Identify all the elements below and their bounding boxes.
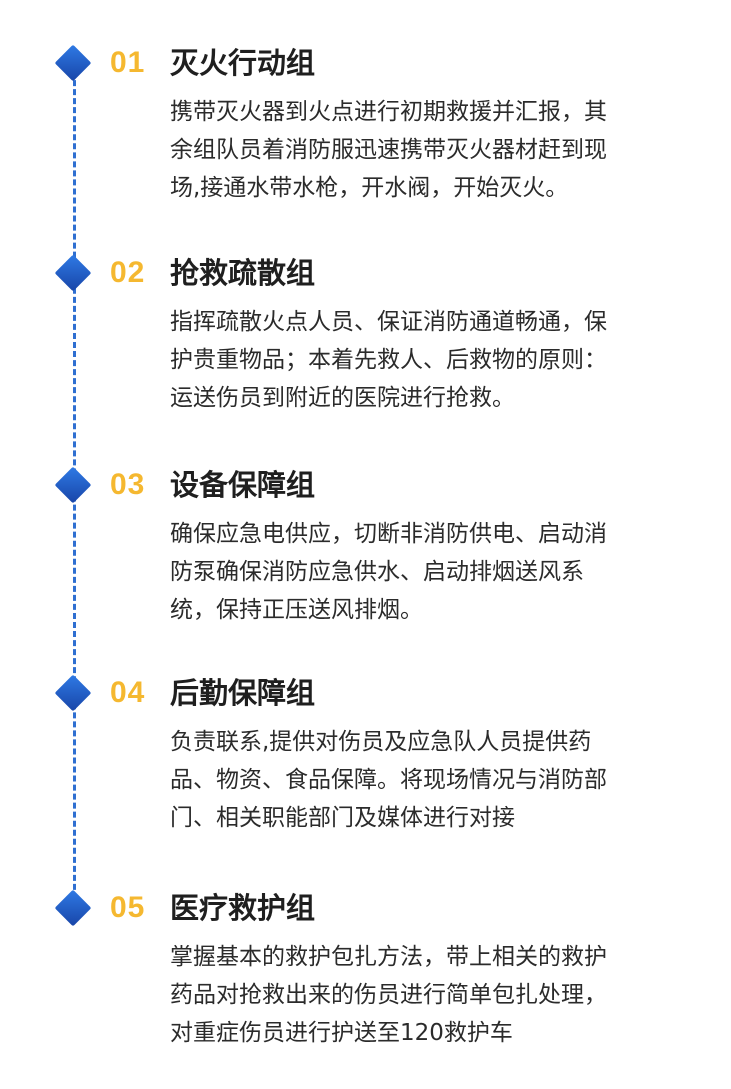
step-description: 确保应急电供应，切断非消防供电、启动消 防泵确保消防应急供水、启动排烟送风系 统… bbox=[170, 515, 670, 629]
description-line: 药品对抢救出来的伤员进行简单包扎处理， bbox=[170, 982, 607, 1008]
step-title: 抢救疏散组 bbox=[170, 256, 316, 290]
description-line: 携带灭火器到火点进行初期救援并汇报，其 bbox=[170, 99, 607, 125]
step-description: 指挥疏散火点人员、保证消防通道畅通，保 护贵重物品；本着先救人、后救物的原则： … bbox=[170, 303, 670, 417]
step-number: 03 bbox=[110, 468, 146, 501]
step-number: 04 bbox=[110, 676, 146, 709]
description-line: 对重症伤员进行护送至120救护车 bbox=[170, 1020, 513, 1046]
step-title: 医疗救护组 bbox=[170, 891, 316, 925]
description-line: 运送伤员到附近的医院进行抢救。 bbox=[170, 385, 515, 411]
step-title: 灭火行动组 bbox=[170, 46, 316, 80]
description-line: 余组队员着消防服迅速携带灭火器材赶到现 bbox=[170, 137, 607, 163]
diamond-marker-icon bbox=[54, 674, 92, 712]
description-line: 负责联系,提供对伤员及应急队人员提供药 bbox=[170, 729, 592, 755]
diamond-marker-icon bbox=[54, 466, 92, 504]
description-line: 统，保持正压送风排烟。 bbox=[170, 597, 423, 623]
diamond-marker-icon bbox=[54, 889, 92, 927]
diamond-marker-icon bbox=[54, 44, 92, 82]
step-description: 负责联系,提供对伤员及应急队人员提供药 品、物资、食品保障。将现场情况与消防部 … bbox=[170, 723, 670, 837]
step-title: 设备保障组 bbox=[170, 468, 316, 502]
step-number: 01 bbox=[110, 46, 146, 79]
description-line: 防泵确保消防应急供水、启动排烟送风系 bbox=[170, 559, 584, 585]
description-line: 品、物资、食品保障。将现场情况与消防部 bbox=[170, 767, 607, 793]
step-description: 掌握基本的救护包扎方法，带上相关的救护 药品对抢救出来的伤员进行简单包扎处理， … bbox=[170, 938, 670, 1052]
description-line: 门、相关职能部门及媒体进行对接 bbox=[170, 805, 515, 831]
description-line: 指挥疏散火点人员、保证消防通道畅通，保 bbox=[170, 309, 607, 335]
step-description: 携带灭火器到火点进行初期救援并汇报，其 余组队员着消防服迅速携带灭火器材赶到现 … bbox=[170, 93, 670, 207]
description-line: 护贵重物品；本着先救人、后救物的原则： bbox=[170, 347, 607, 373]
step-number: 02 bbox=[110, 256, 146, 289]
step-title: 后勤保障组 bbox=[170, 676, 316, 710]
diamond-marker-icon bbox=[54, 254, 92, 292]
description-line: 场,接通水带水枪，开水阀，开始灭火。 bbox=[170, 175, 569, 201]
step-number: 05 bbox=[110, 891, 146, 924]
description-line: 掌握基本的救护包扎方法，带上相关的救护 bbox=[170, 944, 607, 970]
description-line: 确保应急电供应，切断非消防供电、启动消 bbox=[170, 521, 607, 547]
